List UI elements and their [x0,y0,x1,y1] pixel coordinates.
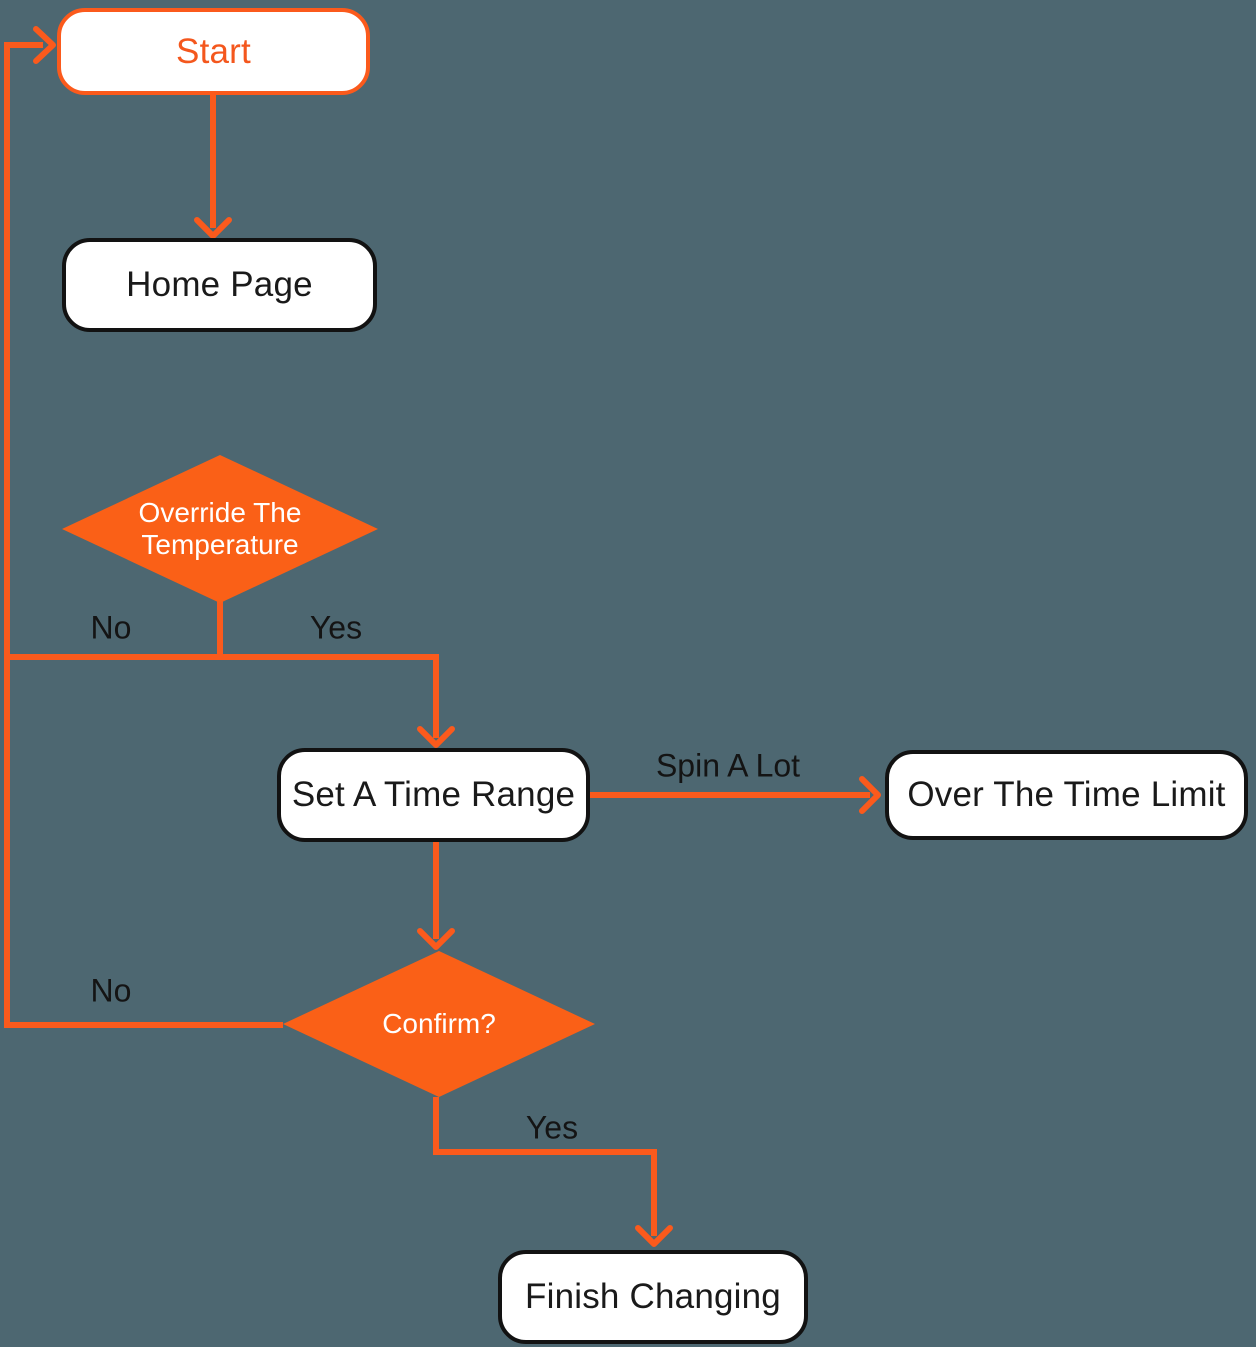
edge-override-split [7,654,439,738]
diamond-override-line1: Override The [138,497,302,528]
edge-label-spin-a-lot: Spin A Lot [655,747,801,784]
node-start: Start [57,8,370,95]
node-set-time-range: Set A Time Range [277,748,590,842]
node-start-label: Start [176,31,251,71]
edge-confirm-no-loop [4,42,283,1028]
diamond-override-temperature-label: Override The Temperature [62,455,378,603]
edge-label-confirm-no: No [90,972,132,1009]
edge-confirm-yes [433,1097,657,1236]
node-finish-changing: Finish Changing [498,1250,808,1344]
arrowhead-into-over-time-limit [859,776,881,814]
arrowhead-into-confirm [417,928,455,950]
node-over-time-limit-label: Over The Time Limit [907,775,1226,814]
arrowhead-into-home-page [194,217,232,239]
node-home-page: Home Page [62,238,377,332]
diamond-confirm-text: Confirm? [382,1008,496,1039]
arrowhead-into-finish-changing [635,1225,673,1247]
edge-label-override-yes: Yes [309,609,363,646]
arrowhead-into-set-time-range [417,726,455,748]
diamond-override-line2: Temperature [141,529,299,560]
diamond-confirm-label: Confirm? [283,951,595,1097]
node-set-time-range-label: Set A Time Range [291,775,576,814]
node-over-time-limit: Over The Time Limit [885,750,1248,840]
node-finish-changing-label: Finish Changing [525,1277,781,1316]
edge-label-confirm-yes: Yes [525,1109,579,1146]
diamond-override-temperature [62,455,378,603]
edge-label-override-no: No [90,609,132,646]
node-home-page-label: Home Page [126,265,313,304]
diamond-confirm [283,951,595,1097]
arrowhead-into-start [33,26,56,64]
